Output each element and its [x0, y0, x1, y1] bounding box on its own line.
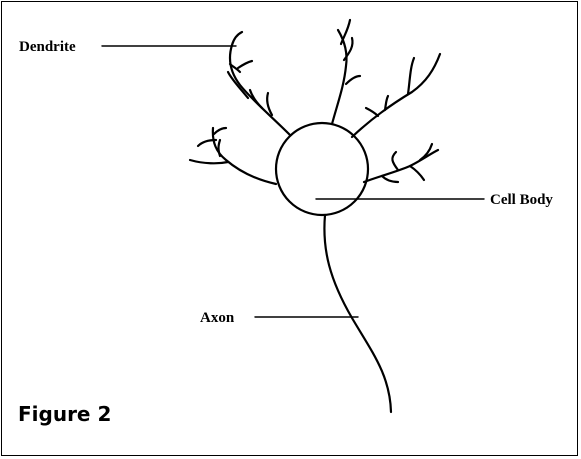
dendrite-left: [190, 128, 276, 184]
dendrite-label: Dendrite: [19, 40, 76, 55]
cell-body-label: Cell Body: [490, 193, 553, 208]
axon-label: Axon: [200, 311, 234, 326]
dendrite-upper-center: [332, 20, 360, 124]
dendrite-upper-right: [352, 54, 440, 137]
dendrite-upper-left: [228, 32, 290, 135]
cell-body-circle: [276, 123, 368, 215]
dendrite-right: [364, 144, 438, 182]
figure-caption: Figure 2: [18, 404, 111, 424]
axon-path: [324, 215, 391, 412]
